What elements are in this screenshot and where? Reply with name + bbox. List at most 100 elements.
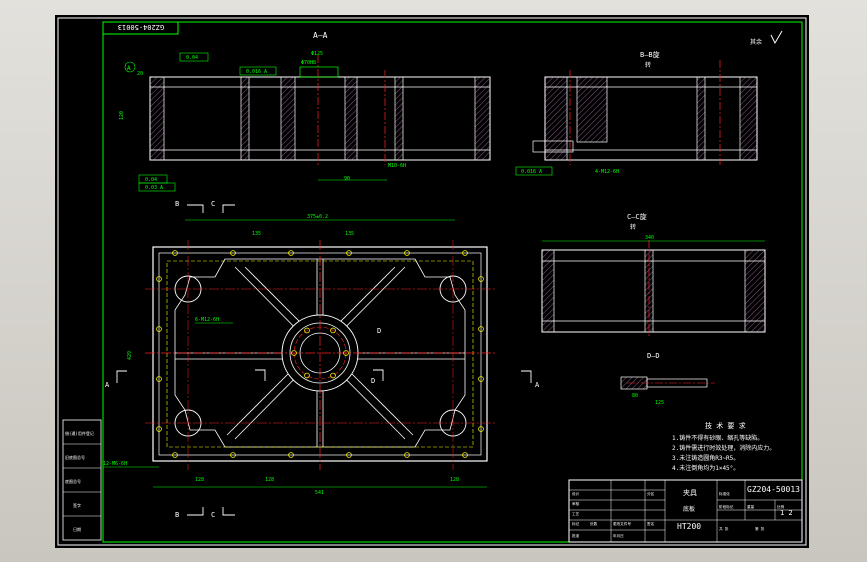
section-bb-label: B—B旋 — [640, 50, 660, 59]
plan-view: 375±0.2 541 128 128 128 429 135 135 — [103, 214, 495, 496]
hole-marker — [291, 350, 297, 356]
cut-d1: D — [377, 327, 381, 335]
section-cc-label: C—C旋 — [627, 212, 647, 221]
hole-marker — [478, 376, 484, 382]
dim-375: 375±0.2 — [307, 214, 328, 220]
dim-128a: 128 — [265, 477, 274, 483]
hole-marker — [346, 452, 352, 458]
tol-b: 0.016 A — [246, 69, 267, 75]
hole-marker — [478, 426, 484, 432]
tb-label-11: 比例 — [777, 504, 785, 509]
tb-label-4: 处数 — [590, 521, 598, 526]
dim-125b: 125 — [655, 400, 664, 406]
cut-d2: D — [371, 377, 375, 385]
hole-marker — [478, 276, 484, 282]
part-subname: 底板 — [683, 505, 695, 513]
tol-a: 0.04 — [186, 55, 198, 61]
technical-notes: 技 术 要 求 1.铸件不得有砂眼、缩孔等缺陷。 2.铸件需进行时效处理，消除内… — [672, 421, 775, 472]
section-cc-outline — [541, 249, 766, 333]
note-3: 3.未注铸造圆角R3~R5。 — [672, 454, 739, 462]
title-block: 夹具 底板 HT200 GZ204-50013 1 2 设计 审核 工艺 标记 … — [568, 479, 803, 543]
cut-a1: A — [105, 381, 110, 389]
tb-label-15: 分区 — [647, 491, 655, 496]
drawing-number: GZ204-50013 — [747, 485, 800, 494]
dim-m12: 6-M12-6H — [195, 317, 219, 323]
strip-cell-4: 日期 — [73, 526, 81, 532]
notes-title: 技 术 要 求 — [705, 421, 746, 430]
outer-frame — [57, 17, 807, 546]
mirror-number-box — [102, 21, 179, 35]
hole-marker — [156, 326, 162, 332]
hole-marker — [172, 452, 178, 458]
strip-cell-0: 借(通)用件登记 — [65, 430, 94, 436]
hole-marker — [288, 250, 294, 256]
cut-c1: C — [211, 200, 215, 208]
hole-marker — [230, 250, 236, 256]
part-name: 夹具 — [683, 488, 697, 497]
roughness-symbol-icon — [770, 30, 783, 45]
strip-cell-3: 签字 — [73, 502, 81, 508]
tb-label-14: 标准化 — [719, 491, 730, 496]
hole-marker — [288, 452, 294, 458]
cut-markers — [116, 204, 532, 516]
dim-340: 340 — [645, 235, 654, 241]
tol-d: 0.03 A — [145, 185, 163, 191]
section-bb-view: B—B旋 转 0.016 A 4-M12-6H — [515, 50, 758, 176]
cut-b2: B — [175, 511, 179, 519]
tb-label-3: 标记 — [572, 521, 580, 526]
dim-20: 20 — [137, 71, 143, 77]
roughness-note: 其余 — [750, 38, 762, 46]
inner-frame — [102, 21, 803, 543]
hole-marker — [156, 426, 162, 432]
dim-90: 90 — [344, 176, 350, 182]
drawing-sheet: GZ204-50013 其余 A—A Φ125 Φ70H8 120 20 90 … — [55, 15, 809, 548]
hole-marker — [343, 350, 349, 356]
tb-label-8: 年月日 — [613, 533, 624, 538]
dim-128c: 128 — [450, 477, 459, 483]
note-2: 2.铸件需进行时效处理，消除内应力。 — [672, 444, 775, 452]
hole-marker — [404, 452, 410, 458]
cut-c2: C — [211, 511, 215, 519]
hole-marker — [462, 250, 468, 256]
left-strip: 借(通)用件登记 旧底图总号 底图总号 签字 日期 — [62, 419, 102, 541]
hole-marker — [330, 372, 336, 379]
tb-label-0: 设计 — [572, 491, 580, 496]
tb-label-6: 签名 — [647, 521, 655, 526]
tb-label-1: 审核 — [572, 501, 580, 506]
dim-m10: M10-6H — [388, 163, 406, 169]
section-cc-view: C—C旋 转 340 — [541, 212, 766, 337]
plan-holes — [156, 250, 484, 458]
cut-b1: B — [175, 200, 179, 208]
section-dd-label: D—D — [647, 352, 660, 360]
hole-marker — [304, 372, 310, 379]
section-dd-view: D—D 125 80 — [620, 352, 715, 406]
hole-marker — [156, 376, 162, 382]
datum-a: A — [127, 65, 131, 72]
section-aa-view: A—A Φ125 Φ70H8 120 20 90 M10-6H 0.04 0.0… — [119, 31, 491, 192]
tb-label-12: 共 张 — [719, 526, 729, 531]
dim-128b: 128 — [195, 477, 204, 483]
section-aa-outline — [149, 76, 491, 161]
tol-e: 0.016 A — [521, 169, 542, 175]
dim-125: Φ125 — [311, 51, 323, 57]
note-1: 1.铸件不得有砂眼、缩孔等缺陷。 — [672, 434, 763, 442]
dim-429: 429 — [127, 351, 133, 360]
hole-marker — [304, 327, 310, 334]
tb-label-9: 阶段标记 — [719, 504, 734, 509]
drawing-canvas: GZ204-50013 其余 A—A Φ125 Φ70H8 120 20 90 … — [57, 17, 807, 546]
material: HT200 — [677, 522, 701, 531]
mirror-number: GZ204-50013 — [118, 23, 164, 31]
hole-marker — [404, 250, 410, 256]
tb-label-5: 更改文件号 — [613, 521, 631, 526]
tb-label-13: 第 张 — [755, 526, 765, 531]
dim-135a: 135 — [252, 231, 261, 237]
tb-label-10: 重量 — [747, 504, 755, 509]
hole-marker — [462, 452, 468, 458]
note-4: 4.未注倒角均为1×45°。 — [672, 464, 739, 472]
tol-c: 0.04 — [145, 177, 157, 183]
hole-marker — [172, 250, 178, 256]
hole-marker — [156, 276, 162, 282]
section-cc-sub: 转 — [630, 223, 636, 231]
dim-m6: 12-M6-6H — [103, 461, 127, 467]
